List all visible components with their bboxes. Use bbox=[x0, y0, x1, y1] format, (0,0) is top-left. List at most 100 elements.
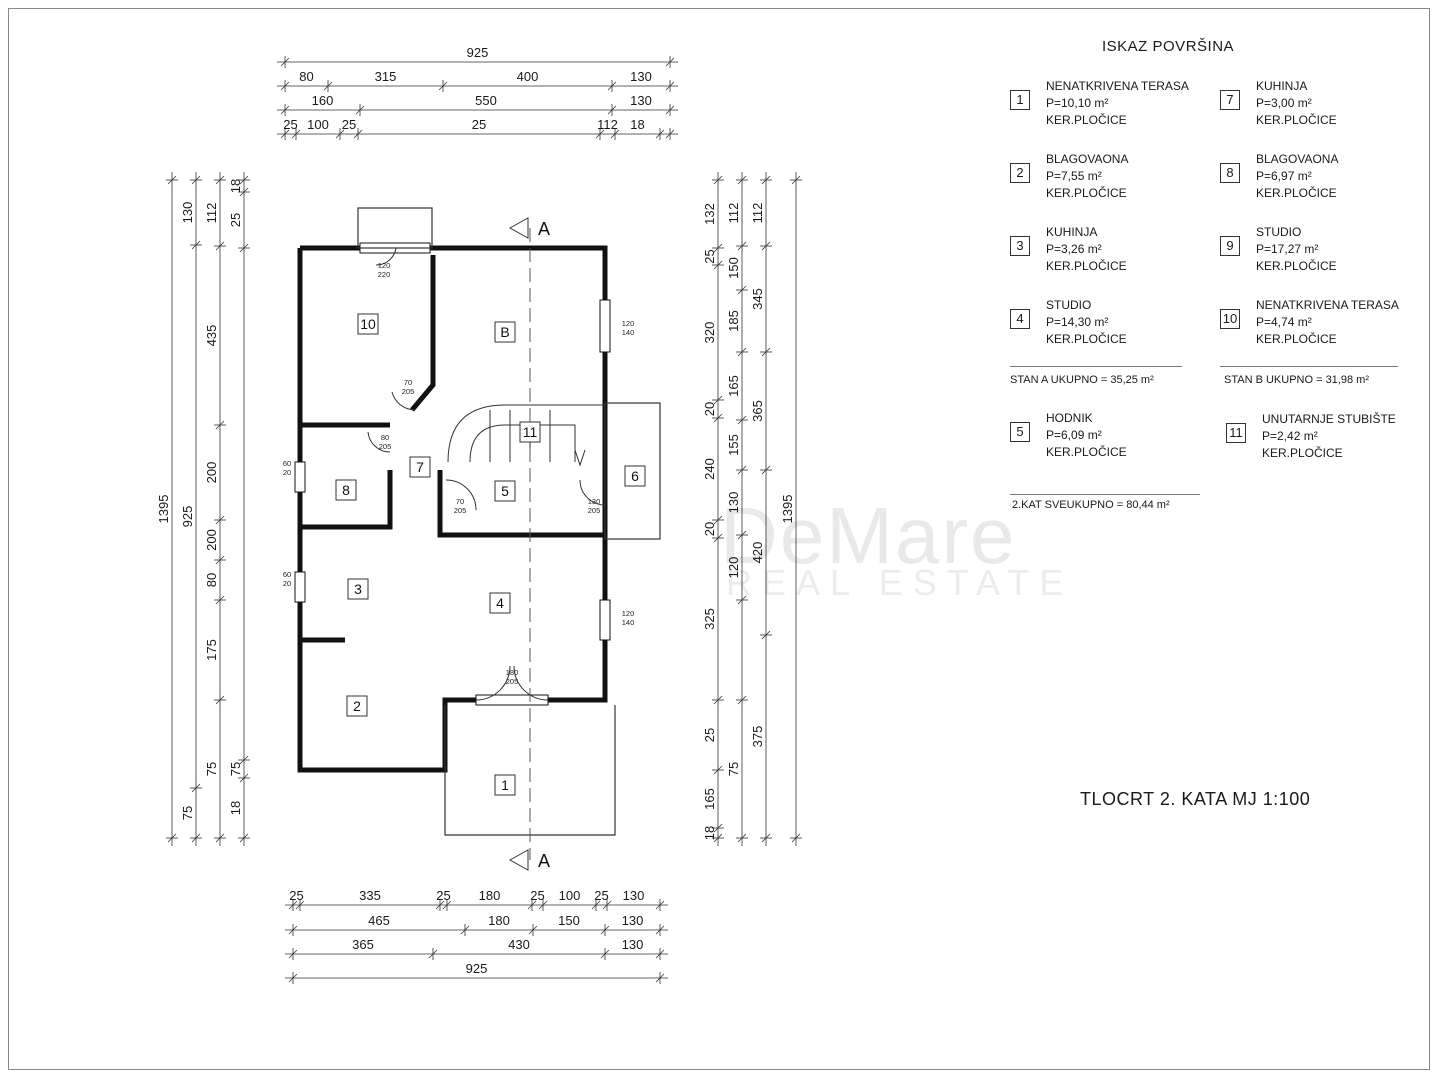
dim-bottom-row1-1: 335 bbox=[359, 888, 381, 903]
walls bbox=[297, 245, 608, 773]
opening-labels: 1201406020602012014012022070205802057020… bbox=[283, 261, 634, 686]
legend-number: 9 bbox=[1220, 236, 1240, 256]
legend-number: 10 bbox=[1220, 309, 1240, 329]
room-tag-11: 11 bbox=[523, 424, 538, 440]
dim-right-col1-9: 18 bbox=[702, 826, 717, 840]
legend-name: BLAGOVAONA bbox=[1256, 152, 1339, 166]
opening-d_5-1: 205 bbox=[454, 506, 467, 515]
opening-d_1-0: 180 bbox=[506, 668, 519, 677]
legend-finish: KER.PLOČICE bbox=[1256, 332, 1337, 346]
room-tag-box-B bbox=[494, 321, 516, 343]
dim-left-col4-3: 75 bbox=[228, 762, 243, 776]
opening-d_6-1: 205 bbox=[588, 506, 601, 515]
legend-number: 1 bbox=[1010, 90, 1030, 110]
dim-top-row3-0: 25 bbox=[283, 117, 297, 132]
dim-left-col3-3: 200 bbox=[204, 529, 219, 551]
section-label-top: A bbox=[538, 219, 550, 239]
dim-top-row2-2: 130 bbox=[630, 93, 652, 108]
room-tag-10: 10 bbox=[360, 316, 376, 332]
dim-bottom-row2-1: 180 bbox=[488, 913, 510, 928]
legend-finish: KER.PLOČICE bbox=[1046, 113, 1127, 127]
dim-bottom-row2-3: 130 bbox=[622, 913, 644, 928]
opening-w_4-1: 140 bbox=[622, 618, 635, 627]
dim-bottom-total-0: 925 bbox=[466, 961, 488, 976]
dim-left-col3-4: 80 bbox=[204, 573, 219, 587]
dim-top-row2-0: 160 bbox=[312, 93, 334, 108]
watermark-subtitle: REAL ESTATE bbox=[726, 562, 1074, 603]
legend-name: KUHINJA bbox=[1256, 79, 1308, 93]
section-label-bottom: A bbox=[538, 851, 550, 871]
room-tag-2: 2 bbox=[353, 698, 361, 714]
room-tag-box-1 bbox=[494, 774, 516, 796]
dim-bottom-row1-7: 130 bbox=[623, 888, 645, 903]
room-tag-4: 4 bbox=[496, 595, 504, 611]
room-tag-box-2 bbox=[346, 695, 368, 717]
legend-finish: KER.PLOČICE bbox=[1046, 445, 1127, 459]
dim-bottom-row1-2: 25 bbox=[436, 888, 450, 903]
dim-left-col3-5: 175 bbox=[204, 639, 219, 661]
legend-name: BLAGOVAONA bbox=[1046, 152, 1129, 166]
dim-top-row3-5: 18 bbox=[630, 117, 644, 132]
legend-title: ISKAZ POVRŠINA bbox=[1102, 38, 1235, 55]
legend-number: 8 bbox=[1220, 163, 1240, 183]
dim-bottom-row3-0: 365 bbox=[352, 937, 374, 952]
legend-rule-b bbox=[1220, 366, 1398, 367]
legend-area: P=7,55 m² bbox=[1046, 169, 1102, 183]
legend-finish: KER.PLOČICE bbox=[1256, 259, 1337, 273]
legend-area: P=2,42 m² bbox=[1262, 429, 1318, 443]
dim-right-col2-3: 165 bbox=[726, 375, 741, 397]
room-tag-3: 3 bbox=[354, 581, 362, 597]
dim-right-col3-3: 420 bbox=[750, 542, 765, 564]
room-tag-box-10 bbox=[357, 313, 379, 335]
opening-w_3-0: 60 bbox=[283, 570, 291, 579]
dim-right-col1-6: 325 bbox=[702, 608, 717, 630]
dim-right-col1-0: 132 bbox=[702, 203, 717, 225]
windows bbox=[294, 242, 611, 706]
dim-right-col2-5: 130 bbox=[726, 492, 741, 514]
legend-number: 11 bbox=[1226, 423, 1246, 443]
dim-bottom-row1-6: 25 bbox=[594, 888, 608, 903]
dim-bottom-row2-2: 150 bbox=[558, 913, 580, 928]
dim-left-col2-1: 925 bbox=[180, 506, 195, 528]
room-tag-7: 7 bbox=[416, 459, 424, 475]
legend-name: STUDIO bbox=[1256, 225, 1302, 239]
dim-right-col1-8: 165 bbox=[702, 788, 717, 810]
legend-name: NENATKRIVENA TERASA bbox=[1256, 298, 1399, 312]
legend-finish: KER.PLOČICE bbox=[1256, 113, 1337, 127]
dim-left-col3-0: 112 bbox=[204, 203, 219, 224]
dim-right-col3-2: 365 bbox=[750, 400, 765, 422]
legend-area: P=3,00 m² bbox=[1256, 96, 1312, 110]
dim-bottom-row1-3: 180 bbox=[479, 888, 501, 903]
opening-w_4-0: 120 bbox=[622, 609, 635, 618]
dim-right-col1-1: 25 bbox=[702, 249, 717, 263]
legend-finish: KER.PLOČICE bbox=[1262, 446, 1343, 460]
dim-left-col2-2: 75 bbox=[180, 806, 195, 820]
dimension-chains bbox=[166, 56, 802, 984]
dim-bottom-row1-4: 25 bbox=[530, 888, 544, 903]
opening-d_1-1: 205 bbox=[506, 677, 519, 686]
opening-d_5-0: 70 bbox=[456, 497, 464, 506]
dim-top-row1-3: 130 bbox=[630, 69, 652, 84]
opening-w_b-0: 120 bbox=[622, 319, 635, 328]
room-tag-8: 8 bbox=[342, 482, 350, 498]
room-tag-box-3 bbox=[347, 578, 369, 600]
opening-d_8-1: 205 bbox=[379, 442, 392, 451]
dim-right-col1-2: 320 bbox=[702, 322, 717, 344]
legend-area: P=10,10 m² bbox=[1046, 96, 1109, 110]
dim-right-total-0: 1395 bbox=[780, 495, 795, 524]
dim-top-row3-2: 25 bbox=[342, 117, 356, 132]
opening-d_10-1: 205 bbox=[402, 387, 415, 396]
dim-left-col4-4: 18 bbox=[228, 801, 243, 815]
dim-top-row2-1: 550 bbox=[475, 93, 497, 108]
dim-top-row3-1: 100 bbox=[307, 117, 329, 132]
dim-right-col2-4: 155 bbox=[726, 434, 741, 456]
dim-left-col3-1: 435 bbox=[204, 325, 219, 347]
dim-top-row1-1: 315 bbox=[375, 69, 397, 84]
legend-name: NENATKRIVENA TERASA bbox=[1046, 79, 1189, 93]
room-tag-box-6 bbox=[624, 465, 646, 487]
legend-area: P=6,09 m² bbox=[1046, 428, 1102, 442]
opening-w_3-1: 20 bbox=[283, 579, 291, 588]
sheet-title: TLOCRT 2. KATA MJ 1:100 bbox=[1080, 789, 1311, 809]
total-stan-a: STAN A UKUPNO = 35,25 m² bbox=[1010, 374, 1154, 386]
room-tag-box-11 bbox=[519, 421, 541, 443]
